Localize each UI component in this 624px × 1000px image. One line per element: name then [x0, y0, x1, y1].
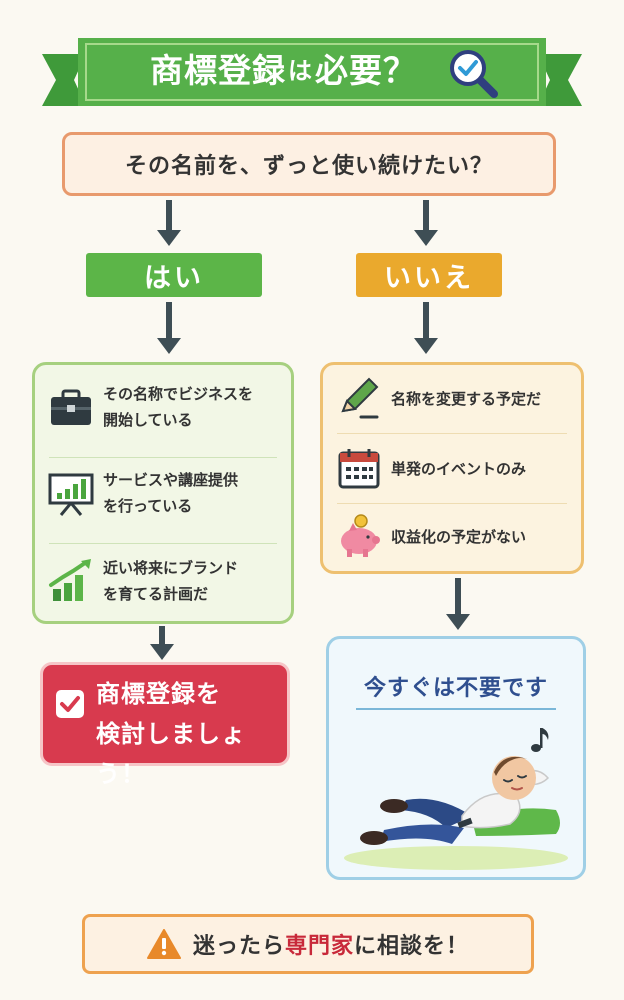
- item-text-line1: 近い将来にブランド: [103, 559, 239, 577]
- action-text: 商標登録を 検討しましょう！: [96, 674, 286, 788]
- divider: [337, 503, 567, 504]
- checkbox-icon: [56, 690, 84, 718]
- question-text: その名前を、ずっと使い続けたい？: [124, 154, 493, 179]
- arrow-down-icon: [150, 626, 174, 660]
- item-text: 単発のイベントのみ: [391, 459, 527, 478]
- no-label: いいえ: [356, 253, 502, 297]
- yes-label: はい: [86, 253, 262, 297]
- divider: [49, 457, 277, 458]
- list-item: 近い将来にブランドを育てる計画だ: [47, 555, 279, 608]
- calendar-icon: [338, 449, 380, 489]
- piggy-bank-icon: [341, 514, 380, 557]
- yes-label-text: はい: [144, 262, 204, 294]
- item-text-line1: その名称でビジネスを: [103, 385, 254, 403]
- item-text: 収益化の予定がない: [391, 527, 527, 546]
- footer-post: に相談を！: [354, 934, 470, 959]
- title-end: 必要？: [315, 51, 417, 90]
- warning-icon: [146, 929, 181, 959]
- title-particle: は: [288, 56, 313, 85]
- footer-emph: 専門家: [284, 934, 354, 959]
- yes-conditions-card: その名称でビジネスを開始している サービスや講座提供を行っている 近い将来にブラ…: [32, 362, 294, 624]
- result-post: です: [502, 676, 549, 701]
- magnifier-check-icon: [450, 50, 498, 98]
- footer-advice: 迷ったら専門家に相談を！: [82, 914, 534, 974]
- arrow-down-icon: [157, 302, 181, 354]
- question-box: その名前を、ずっと使い続けたい？: [62, 132, 556, 196]
- arrow-down-icon: [446, 578, 470, 630]
- footer-pre: 迷ったら: [192, 934, 285, 959]
- item-text-line2: 開始している: [103, 411, 193, 430]
- arrow-down-icon: [414, 200, 438, 246]
- pencil-icon: [341, 377, 379, 419]
- list-item: 名称を変更する予定だ: [335, 375, 569, 423]
- divider: [49, 543, 277, 544]
- presentation-chart-icon: [48, 473, 94, 517]
- result-emph: 不要: [455, 676, 502, 701]
- item-text-line2: を行っている: [103, 497, 193, 516]
- title-main: 商標登録: [150, 51, 286, 90]
- result-text: 今すぐは不要です: [326, 668, 586, 704]
- list-item: 収益化の予定がない: [335, 513, 569, 561]
- item-text: 名称を変更する予定だ: [391, 389, 542, 408]
- list-item: 単発のイベントのみ: [335, 445, 569, 493]
- page-title: 商標登録は必要？: [150, 40, 450, 96]
- action-line2: 検討しましょう！: [96, 720, 246, 788]
- item-text-line1: サービスや講座提供: [103, 471, 239, 489]
- divider: [337, 433, 567, 434]
- arrow-down-icon: [157, 200, 181, 246]
- result-underline: [356, 708, 556, 710]
- briefcase-icon: [51, 389, 91, 426]
- list-item: サービスや講座提供を行っている: [47, 467, 279, 520]
- arrow-down-icon: [414, 302, 438, 354]
- list-item: その名称でビジネスを開始している: [47, 381, 279, 434]
- result-pre: 今すぐは: [363, 676, 456, 701]
- relaxing-man-illustration: [344, 728, 568, 870]
- growth-chart-icon: [49, 559, 91, 602]
- no-label-text: いいえ: [384, 262, 474, 294]
- no-conditions-card: 名称を変更する予定だ 単発のイベントのみ 収益化の予定がない: [320, 362, 584, 574]
- item-text-line2: を育てる計画だ: [103, 585, 209, 604]
- action-line1: 商標登録を: [96, 680, 221, 708]
